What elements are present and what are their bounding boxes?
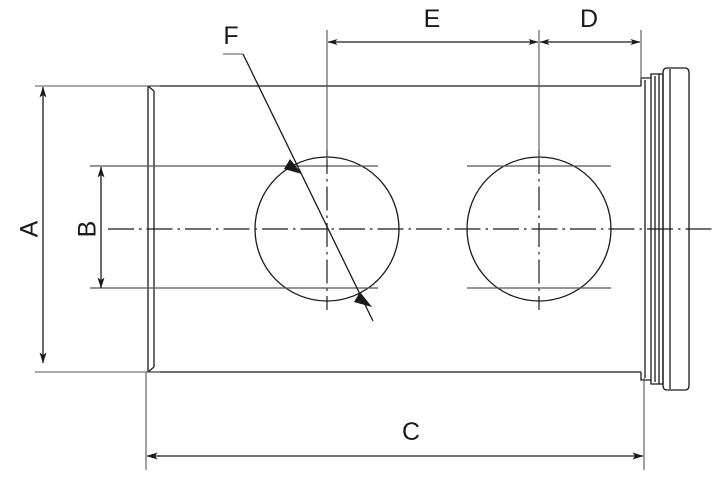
body-left-chamfer-bottom	[147, 366, 155, 373]
flange-main-disc	[662, 67, 690, 391]
hole-centerlines	[326, 150, 540, 310]
dimension-D-label: D	[580, 5, 598, 33]
dimension-A-label: A	[16, 220, 44, 237]
dimension-F-leader-line	[242, 53, 374, 322]
bore-projection-lines	[90, 165, 611, 289]
dimension-extension-lines-top	[326, 30, 642, 160]
dimension-C-label: C	[402, 418, 420, 446]
dimension-B-label: B	[74, 221, 102, 238]
dimension-E: E	[327, 5, 539, 45]
dimension-B: B	[74, 166, 105, 289]
dimension-F-arrowhead-lower	[354, 292, 372, 307]
dimension-F-arrowhead-upper	[284, 159, 302, 174]
body-left-chamfer-top	[147, 85, 155, 92]
dimension-C: C	[146, 418, 644, 460]
dimension-F: F	[223, 22, 374, 322]
dimension-E-label: E	[424, 5, 441, 33]
dimension-A: A	[16, 86, 47, 364]
dimension-F-label: F	[223, 22, 238, 50]
dimension-D: D	[539, 5, 641, 45]
dimension-extension-lines-C	[145, 372, 645, 470]
dimension-extension-lines-A	[35, 85, 160, 373]
flange-connector	[659, 73, 663, 385]
